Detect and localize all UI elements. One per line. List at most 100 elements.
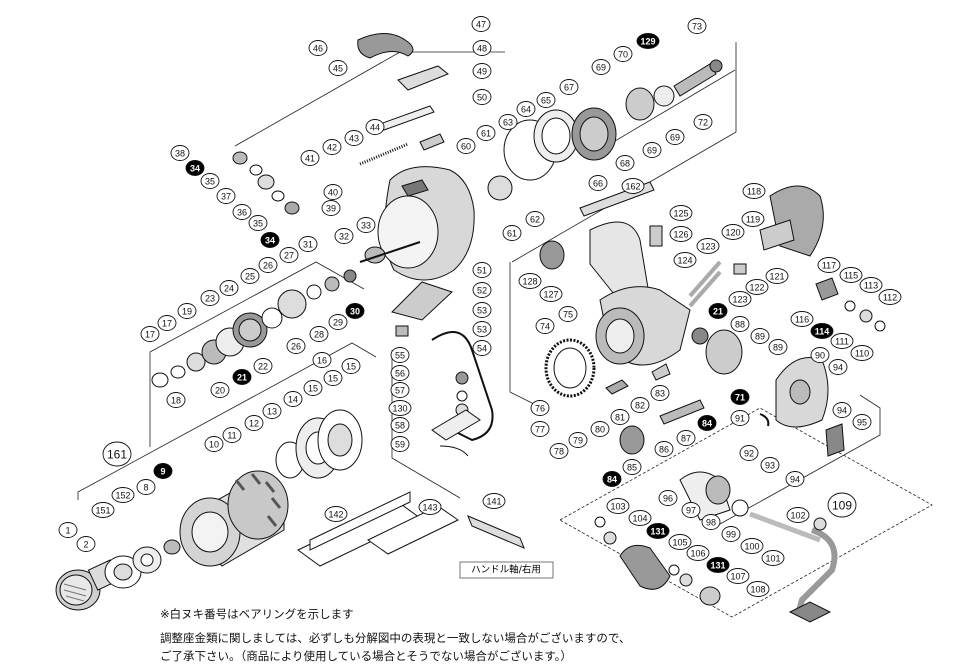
part-label-38: 38 bbox=[170, 145, 190, 161]
part-label-94: 94 bbox=[828, 359, 848, 375]
label-oval bbox=[321, 200, 341, 216]
part-label-44: 44 bbox=[365, 119, 385, 135]
label-oval bbox=[323, 184, 343, 200]
label-oval bbox=[790, 311, 814, 327]
label-oval bbox=[706, 557, 730, 573]
label-number: 35 bbox=[205, 177, 215, 187]
part-label-107: 107 bbox=[726, 568, 750, 584]
label-number: 26 bbox=[291, 342, 301, 352]
label-oval bbox=[728, 291, 752, 307]
part-label-11: 11 bbox=[222, 427, 242, 443]
label-oval bbox=[244, 415, 264, 431]
part-label-60: 60 bbox=[456, 138, 476, 154]
label-number: 94 bbox=[837, 406, 847, 416]
label-oval bbox=[216, 188, 236, 204]
label-number: 94 bbox=[833, 363, 843, 373]
label-oval bbox=[676, 430, 696, 446]
part-label-85: 85 bbox=[622, 459, 642, 475]
label-number: 37 bbox=[221, 192, 231, 202]
label-number: 60 bbox=[461, 142, 471, 152]
part-label-76: 76 bbox=[530, 400, 550, 416]
label-oval bbox=[390, 417, 410, 433]
part-label-67: 67 bbox=[559, 79, 579, 95]
part-label-17: 17 bbox=[157, 315, 177, 331]
part-label-70: 70 bbox=[613, 46, 633, 62]
label-number: 24 bbox=[224, 284, 234, 294]
label-oval bbox=[696, 238, 720, 254]
label-number: 21 bbox=[237, 373, 247, 383]
label-number: 43 bbox=[349, 134, 359, 144]
part-label-9-bearing: 9 bbox=[153, 463, 173, 479]
label-number: 102 bbox=[790, 511, 805, 521]
label-oval bbox=[642, 142, 662, 158]
label-number: 109 bbox=[832, 499, 852, 513]
label-number: 53 bbox=[477, 325, 487, 335]
label-oval bbox=[157, 315, 177, 331]
label-number: 82 bbox=[635, 401, 645, 411]
label-number: 112 bbox=[883, 293, 897, 303]
label-number: 31 bbox=[303, 240, 313, 250]
label-oval bbox=[345, 303, 365, 319]
label-oval bbox=[185, 160, 205, 176]
label-oval bbox=[741, 211, 765, 227]
label-number: 143 bbox=[422, 503, 437, 513]
label-oval bbox=[765, 268, 789, 284]
label-number: 103 bbox=[610, 502, 625, 512]
label-number: 29 bbox=[333, 318, 343, 328]
label-number: 94 bbox=[790, 475, 800, 485]
part-label-68: 68 bbox=[615, 155, 635, 171]
part-label-116: 116 bbox=[790, 311, 814, 327]
label-oval bbox=[740, 538, 764, 554]
label-oval bbox=[309, 326, 329, 342]
label-number: 131 bbox=[650, 527, 665, 537]
label-number: 46 bbox=[313, 44, 323, 54]
label-oval bbox=[610, 409, 630, 425]
label-number: 65 bbox=[541, 96, 551, 106]
part-label-130: 130 bbox=[388, 400, 412, 416]
label-oval bbox=[760, 457, 780, 473]
label-number: 15 bbox=[308, 384, 318, 394]
label-oval bbox=[721, 224, 745, 240]
part-label-151: 151 bbox=[91, 502, 115, 518]
line-roller-part bbox=[232, 151, 300, 215]
label-oval bbox=[817, 257, 841, 273]
part-label-8: 8 bbox=[136, 479, 156, 495]
label-number: 13 bbox=[267, 407, 277, 417]
label-number: 38 bbox=[175, 149, 185, 159]
label-number: 115 bbox=[844, 271, 858, 281]
label-number: 141 bbox=[486, 497, 501, 507]
label-number: 62 bbox=[530, 215, 540, 225]
part-label-141: 141 bbox=[482, 493, 506, 509]
label-oval bbox=[535, 318, 555, 334]
label-number: 95 bbox=[857, 418, 867, 428]
label-oval bbox=[536, 92, 556, 108]
handle-shaft-caption: ハンドル軸/右用 bbox=[471, 564, 541, 576]
part-label-77: 77 bbox=[530, 421, 550, 437]
spool-frame-line bbox=[77, 342, 377, 500]
label-number: 48 bbox=[477, 44, 487, 54]
part-label-129-bearing: 129 bbox=[636, 33, 660, 49]
label-oval bbox=[810, 323, 834, 339]
label-number: 30 bbox=[350, 307, 360, 317]
label-number: 99 bbox=[726, 530, 736, 540]
label-oval bbox=[590, 421, 610, 437]
part-label-61: 61 bbox=[476, 125, 496, 141]
label-oval bbox=[298, 236, 318, 252]
label-oval bbox=[768, 339, 788, 355]
part-label-93: 93 bbox=[760, 457, 780, 473]
part-label-111: 111 bbox=[830, 333, 854, 349]
label-number: 91 bbox=[735, 414, 745, 424]
label-number: 118 bbox=[747, 187, 761, 197]
part-label-106: 106 bbox=[686, 545, 710, 561]
label-number: 104 bbox=[632, 514, 647, 524]
label-number: 27 bbox=[284, 251, 294, 261]
label-oval bbox=[559, 79, 579, 95]
label-oval bbox=[498, 114, 518, 130]
label-number: 45 bbox=[333, 64, 343, 74]
label-number: 61 bbox=[507, 229, 517, 239]
label-oval bbox=[260, 232, 280, 248]
part-label-15: 15 bbox=[323, 370, 343, 386]
part-label-35: 35 bbox=[248, 215, 268, 231]
part-label-69: 69 bbox=[591, 59, 611, 75]
part-label-108: 108 bbox=[746, 581, 770, 597]
